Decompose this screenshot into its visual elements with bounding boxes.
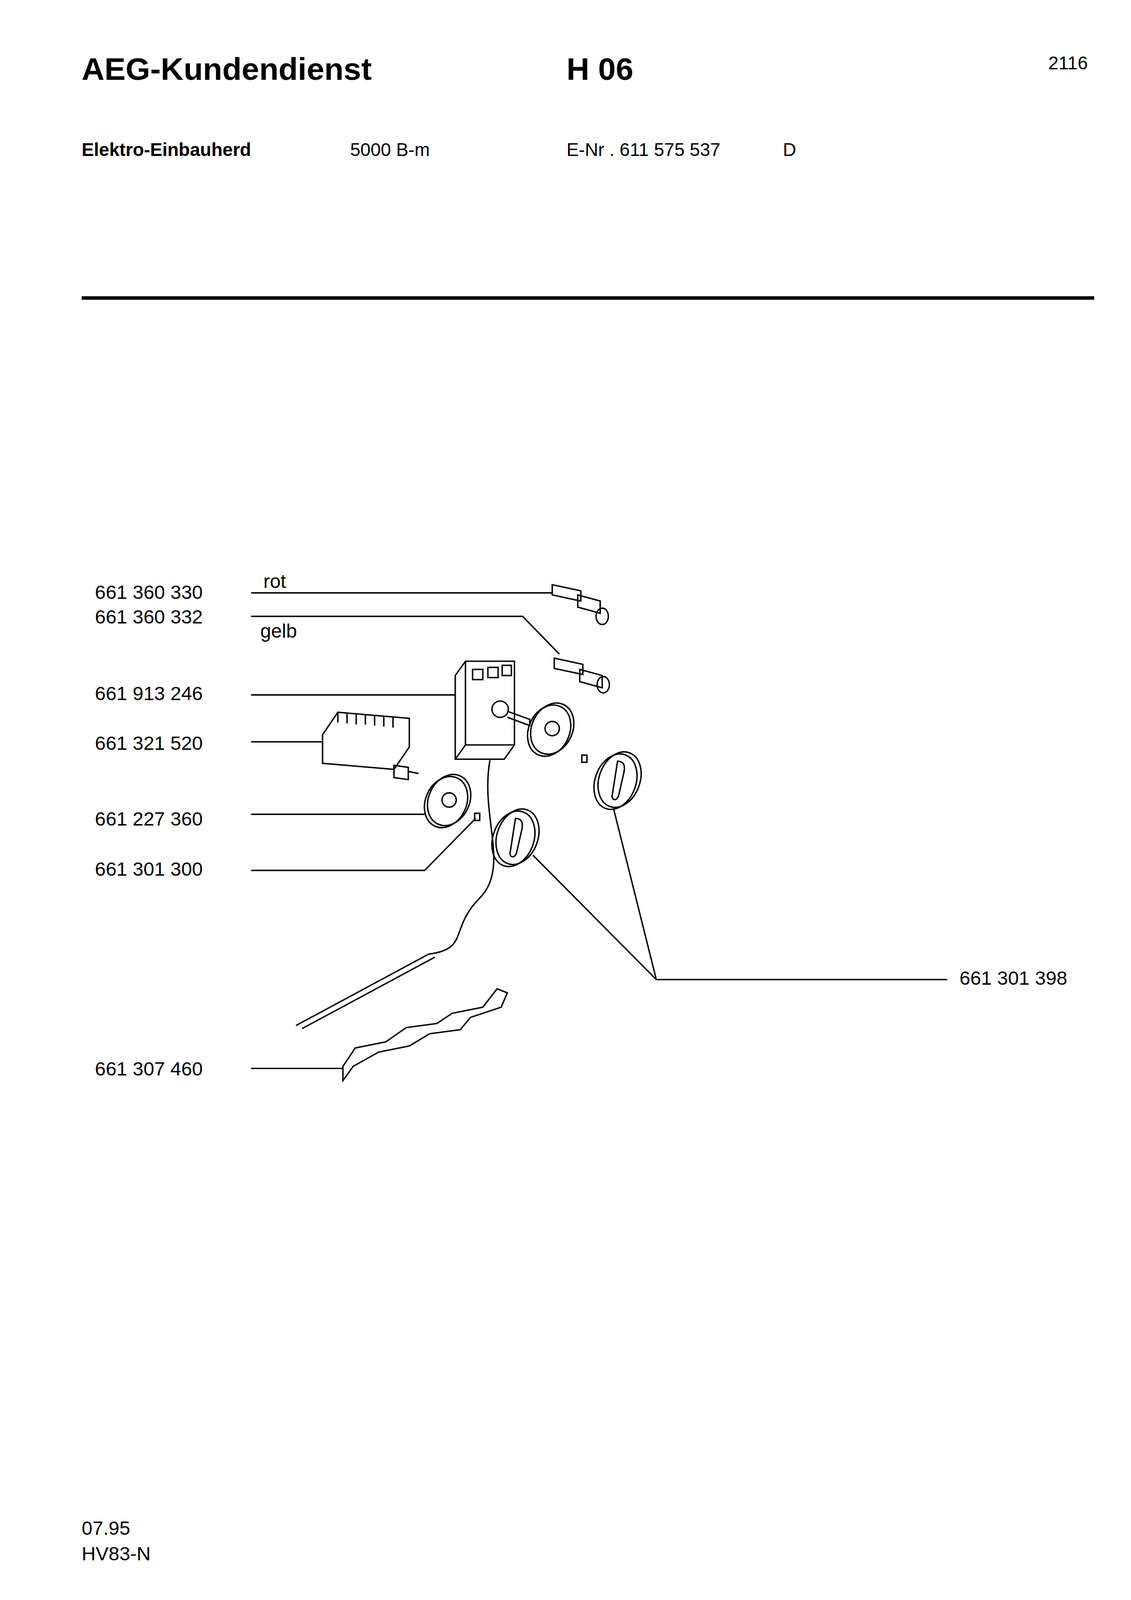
control-knob — [484, 802, 547, 873]
page-title: AEG-Kundendienst — [81, 52, 372, 85]
signal-lamp — [552, 584, 609, 625]
part-number: 661 360 330 — [94, 582, 203, 603]
spring-clip — [474, 813, 480, 821]
sensor-bracket — [343, 989, 508, 1081]
header-text: E-Nr . 611 575 537 — [566, 140, 721, 160]
header-text: 07.95 — [81, 1518, 131, 1539]
spring-clip — [581, 755, 587, 763]
leader-lines — [250, 593, 948, 1069]
selector-switch — [322, 712, 419, 781]
header-text: H 06 — [566, 52, 634, 85]
knob-ring — [416, 767, 480, 835]
knob-ring — [519, 696, 583, 764]
header-text: Elektro-Einbauherd — [81, 140, 251, 160]
part-number: gelb — [260, 621, 298, 642]
header-rule — [81, 296, 1095, 300]
part-number: 661 307 460 — [94, 1059, 203, 1079]
part-number: rot — [263, 571, 287, 592]
signal-lamp — [554, 658, 610, 694]
part-number: 661 321 520 — [94, 734, 203, 754]
header-text: 2116 — [1048, 54, 1089, 73]
sensor-tube — [296, 954, 435, 1029]
part-number: 661 913 246 — [94, 683, 203, 704]
part-number: 661 301 398 — [959, 968, 1068, 989]
header-text: 5000 B-m — [349, 140, 430, 160]
header-text: D — [782, 140, 797, 160]
header-text: HV83-N — [81, 1544, 151, 1564]
part-number: 661 360 332 — [94, 607, 203, 627]
control-knob — [586, 745, 649, 816]
thermostat — [428, 661, 530, 955]
part-number: 661 301 300 — [94, 859, 203, 880]
part-number: 661 227 360 — [94, 809, 203, 829]
